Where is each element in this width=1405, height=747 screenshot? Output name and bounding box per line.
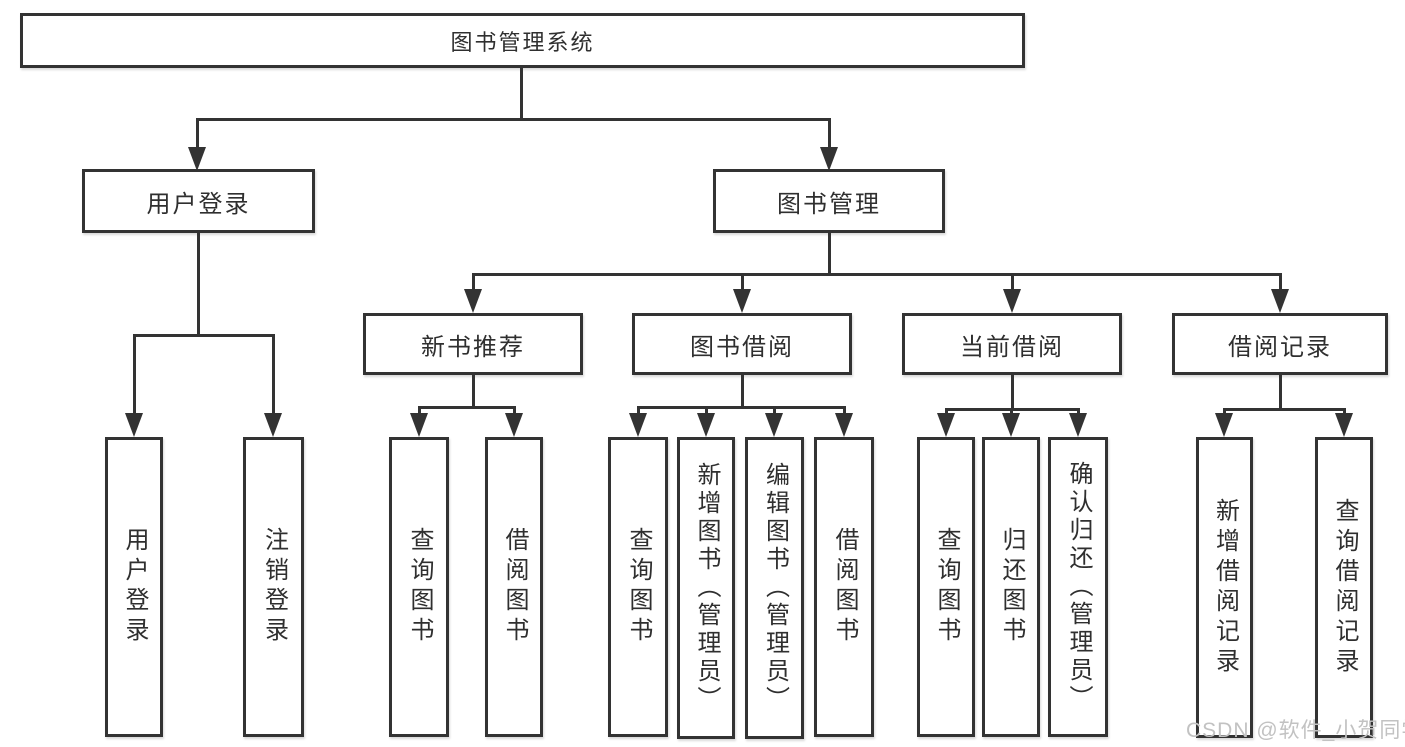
- connector-line: [945, 408, 948, 416]
- leaf-query-books-recommend-label: 查询图书: [406, 527, 433, 647]
- leaf-logout-label: 注销登录: [260, 527, 288, 647]
- leaf-borrow-books-recommend: 借阅图书: [485, 437, 543, 737]
- arrowhead-down-icon: [820, 147, 838, 171]
- connector-line: [741, 375, 744, 408]
- leaf-add-books-admin-label: 新增图书（管理员）: [693, 462, 720, 714]
- connector-line: [133, 334, 136, 414]
- connector-line: [520, 68, 523, 120]
- leaf-query-books-current: 查询图书: [917, 437, 975, 737]
- connector-line: [272, 334, 275, 414]
- connector-line: [828, 233, 831, 275]
- connector-line: [1279, 273, 1282, 291]
- arrowhead-down-icon: [835, 413, 853, 437]
- leaf-query-books-recommend: 查询图书: [389, 437, 449, 737]
- connector-line: [1011, 375, 1014, 410]
- node-new-book-recommend: 新书推荐: [363, 313, 583, 375]
- connector-line: [513, 406, 516, 416]
- leaf-logout: 注销登录: [243, 437, 304, 737]
- connector-line: [773, 406, 776, 416]
- leaf-confirm-return-admin: 确认归还（管理员）: [1048, 437, 1108, 737]
- arrowhead-down-icon: [410, 413, 428, 437]
- node-current-borrow: 当前借阅: [902, 313, 1122, 375]
- arrowhead-down-icon: [125, 413, 143, 437]
- node-root-system: 图书管理系统: [20, 13, 1025, 68]
- leaf-add-borrow-record-label: 新增借阅记录: [1211, 497, 1239, 678]
- node-root-label: 图书管理系统: [450, 29, 595, 55]
- connector-line: [828, 118, 831, 148]
- node-borrow-records: 借阅记录: [1172, 313, 1388, 375]
- leaf-query-borrow-record: 查询借阅记录: [1315, 437, 1373, 738]
- connector-line: [196, 118, 831, 121]
- arrowhead-down-icon: [1002, 413, 1020, 437]
- connector-line: [418, 406, 516, 409]
- node-book-management-label: 图书管理: [777, 190, 881, 218]
- csdn-watermark: CSDN @软件_小贺同学: [1186, 719, 1405, 742]
- leaf-return-books: 归还图书: [982, 437, 1040, 737]
- arrowhead-down-icon: [1069, 413, 1087, 437]
- leaf-borrow-books: 借阅图书: [814, 437, 874, 737]
- node-book-borrow-label: 图书借阅: [690, 333, 794, 361]
- leaf-borrow-books-recommend-label: 借阅图书: [501, 527, 528, 647]
- connector-line: [1010, 408, 1013, 416]
- arrowhead-down-icon: [937, 413, 955, 437]
- arrowhead-down-icon: [1335, 413, 1353, 437]
- node-user-login-label: 用户登录: [146, 190, 251, 218]
- connector-line: [418, 406, 421, 416]
- arrowhead-down-icon: [505, 413, 523, 437]
- connector-line: [196, 118, 199, 148]
- connector-line: [133, 334, 275, 337]
- node-current-borrow-label: 当前借阅: [960, 333, 1064, 361]
- connector-line: [843, 406, 846, 416]
- connector-line: [1011, 273, 1014, 291]
- leaf-confirm-return-admin-label: 确认归还（管理员）: [1065, 461, 1092, 713]
- leaf-query-borrow-record-label: 查询借阅记录: [1331, 497, 1358, 678]
- leaf-add-books-admin: 新增图书（管理员）: [677, 437, 735, 739]
- arrowhead-down-icon: [1271, 289, 1289, 313]
- connector-line: [705, 406, 708, 416]
- leaf-edit-books-admin: 编辑图书（管理员）: [745, 437, 804, 739]
- arrowhead-down-icon: [1215, 413, 1233, 437]
- leaf-user-login: 用户登录: [105, 437, 163, 737]
- connector-line: [472, 375, 475, 408]
- node-new-book-recommend-label: 新书推荐: [421, 333, 525, 361]
- arrowhead-down-icon: [629, 413, 647, 437]
- connector-line: [472, 273, 1282, 276]
- node-book-management: 图书管理: [713, 169, 945, 233]
- arrowhead-down-icon: [188, 147, 206, 171]
- leaf-edit-books-admin-label: 编辑图书（管理员）: [761, 462, 789, 714]
- connector-line: [1223, 408, 1226, 416]
- node-user-login: 用户登录: [82, 169, 315, 233]
- arrowhead-down-icon: [733, 289, 751, 313]
- arrowhead-down-icon: [464, 289, 482, 313]
- leaf-add-borrow-record: 新增借阅记录: [1196, 437, 1253, 738]
- arrowhead-down-icon: [264, 413, 282, 437]
- connector-line: [1279, 375, 1282, 410]
- arrowhead-down-icon: [697, 413, 715, 437]
- connector-line: [472, 273, 475, 291]
- leaf-query-books-borrow: 查询图书: [608, 437, 668, 737]
- node-book-borrow: 图书借阅: [632, 313, 852, 375]
- connector-line: [637, 406, 640, 416]
- connector-line: [1077, 408, 1080, 416]
- arrowhead-down-icon: [765, 413, 783, 437]
- leaf-return-books-label: 归还图书: [998, 527, 1025, 647]
- node-borrow-records-label: 借阅记录: [1228, 333, 1332, 361]
- leaf-query-books-borrow-label: 查询图书: [625, 527, 652, 647]
- connector-line: [1223, 408, 1345, 411]
- connector-line: [637, 406, 846, 409]
- leaf-borrow-books-label: 借阅图书: [831, 527, 858, 647]
- leaf-query-books-current-label: 查询图书: [933, 527, 960, 647]
- connector-line: [741, 273, 744, 291]
- connector-line: [1343, 408, 1346, 416]
- leaf-user-login-label: 用户登录: [121, 527, 148, 647]
- arrowhead-down-icon: [1003, 289, 1021, 313]
- connector-line: [197, 233, 200, 336]
